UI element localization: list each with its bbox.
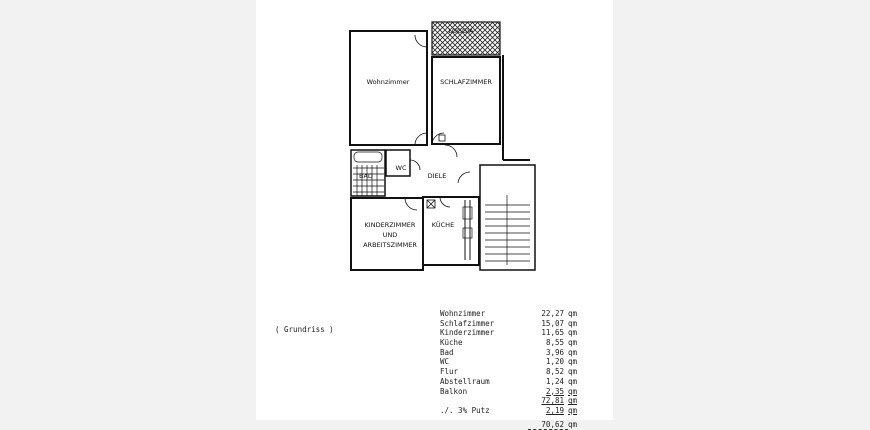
area-unit: qm <box>568 309 578 318</box>
area-name: WC <box>440 357 450 367</box>
room-label-arbeitszimmer: ARBEITSZIMMER <box>363 241 417 249</box>
wohnzimmer-walls <box>349 30 428 146</box>
area-value: 8,55 <box>545 338 564 348</box>
area-row: Balkon 2,35 qm <box>440 387 577 397</box>
area-row: Wohnzimmer 22,27 qm <box>440 309 577 319</box>
area-name: Küche <box>440 338 463 348</box>
area-value: 15,07 <box>541 318 564 328</box>
area-name: Wohnzimmer <box>440 309 486 318</box>
kueche-walls <box>422 196 480 266</box>
area-value: 22,27 <box>541 309 564 318</box>
schlafzimmer-walls <box>431 56 501 145</box>
area-value: 8,52 <box>545 367 564 377</box>
room-label-und: UND <box>383 231 398 239</box>
area-value: 1,20 <box>545 357 564 367</box>
area-row: Bad 3,96 qm <box>440 348 577 358</box>
bad-tiles <box>353 151 384 196</box>
area-value: 2,35 <box>545 386 564 396</box>
area-row: Abstellraum 1,24 qm <box>440 377 577 387</box>
caption: ( Grundriss ) <box>275 325 334 334</box>
area-name: Balkon <box>440 386 468 396</box>
area-unit: qm <box>568 328 578 338</box>
door-swings <box>404 34 471 211</box>
room-label-schlafzimmer: SCHLAFZIMMER <box>440 78 492 86</box>
bad-walls <box>350 149 386 197</box>
room-label-wohnzimmer: Wohnzimmer <box>367 78 410 86</box>
area-row: Flur 8,52 qm <box>440 367 577 377</box>
area-row: Schlafzimmer 15,07 qm <box>440 319 577 329</box>
area-unit: qm <box>568 357 578 367</box>
area-unit: qm <box>568 367 578 377</box>
room-label-kueche: KÜCHE <box>432 220 454 229</box>
staircase-steps <box>462 195 530 265</box>
area-name: Kinderzimmer <box>440 328 495 338</box>
loggia-area <box>431 21 501 56</box>
area-unit: qm <box>568 386 578 396</box>
area-value: 1,24 <box>545 376 564 386</box>
floor-plan: LOGGIA Wohnzimmer SCHLAFZIMMER DIELE BAD… <box>349 21 536 271</box>
area-name: Bad <box>440 347 454 357</box>
area-unit: qm <box>568 318 578 328</box>
area-unit: qm <box>568 338 578 348</box>
area-row: WC 1,20 qm <box>440 357 577 367</box>
area-row: Kinderzimmer 11,65 qm <box>440 328 577 338</box>
area-name: Schlafzimmer <box>440 318 495 328</box>
area-name: Abstellraum <box>440 376 490 386</box>
document-page <box>256 0 613 420</box>
area-unit: qm <box>568 376 578 386</box>
room-label-kinderzimmer: KINDERZIMMER <box>365 221 416 229</box>
wc-walls <box>385 149 411 177</box>
area-unit: qm <box>568 347 578 357</box>
area-name: Flur <box>440 367 459 377</box>
area-value: 11,65 <box>541 328 564 338</box>
staircase-walls <box>479 164 536 271</box>
room-label-diele: DIELE <box>428 172 447 180</box>
area-row: Küche 8,55 qm <box>440 338 577 348</box>
room-label-loggia: LOGGIA <box>449 27 474 35</box>
room-label-wc: WC <box>396 164 407 172</box>
area-value: 3,96 <box>545 347 564 357</box>
room-label-bad: BAD <box>359 172 373 180</box>
